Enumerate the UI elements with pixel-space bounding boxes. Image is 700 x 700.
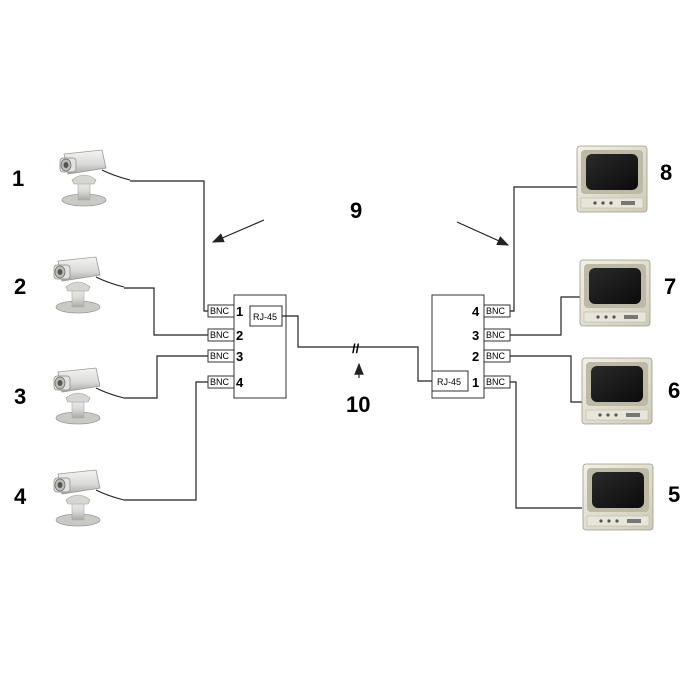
receiver-rj45-label: RJ-45 (437, 377, 461, 387)
wire-camera-2 (124, 287, 208, 336)
monitor-label-8: 8 (660, 160, 672, 185)
transmitter-bnc-label: BNC (210, 330, 230, 340)
transmitter-port-4: BNC 4 (207, 375, 244, 390)
receiver-port-4: 4 BNC (472, 304, 511, 319)
camera-label-2: 2 (14, 274, 26, 299)
receiver-bnc-label: BNC (486, 306, 506, 316)
converter-arrow-right (456, 221, 510, 246)
wire-monitor-8 (510, 186, 578, 312)
wire-monitor-6 (510, 355, 582, 403)
transmitter-bnc-label: BNC (210, 351, 230, 361)
wire-monitor-7 (510, 296, 580, 336)
transmitter-unit: RJ-45 BNC 1 BNC 2 BNC 3 BNC 4 (207, 294, 287, 399)
monitor-8 (576, 145, 648, 213)
receiver-bnc-label: BNC (486, 351, 506, 361)
rj45-cable (282, 315, 432, 382)
transmitter-bnc-label: BNC (210, 377, 230, 387)
receiver-port-1: 1 BNC (472, 375, 511, 390)
transmitter-rj45-label: RJ-45 (253, 312, 277, 322)
receiver-bnc-label: BNC (486, 330, 506, 340)
wire-monitor-5 (510, 381, 582, 509)
camera-label-3: 3 (14, 384, 26, 409)
camera-4 (53, 469, 125, 527)
wire-camera-4 (124, 381, 208, 501)
wire-camera-3 (124, 355, 208, 399)
monitor-label-6: 6 (668, 378, 680, 403)
camera-2 (53, 256, 125, 314)
camera-3 (53, 367, 125, 425)
receiver-port-number: 3 (472, 328, 479, 343)
camera-label-1: 1 (12, 166, 24, 191)
receiver-unit: RJ-45 4 BNC 3 BNC 2 BNC 1 BNC (431, 294, 511, 399)
converters-label: 9 (350, 198, 362, 223)
receiver-rj45-port (431, 370, 469, 392)
cable-break-mark: // (352, 341, 360, 356)
monitor-6 (581, 357, 653, 425)
transmitter-bnc-label: BNC (210, 306, 230, 316)
receiver-bnc-label: BNC (486, 377, 506, 387)
monitor-7 (579, 259, 651, 327)
converter-arrow-left (211, 219, 265, 243)
transmitter-port-3: BNC 3 (207, 349, 243, 364)
transmitter-port-number: 3 (236, 349, 243, 364)
receiver-port-2: 2 BNC (472, 349, 511, 364)
transmitter-port-2: BNC 2 (207, 328, 243, 343)
transmitter-port-number: 2 (236, 328, 243, 343)
monitor-label-7: 7 (664, 274, 676, 299)
transmitter-port-1: BNC 1 (207, 304, 243, 319)
camera-label-4: 4 (14, 484, 27, 509)
monitor-label-5: 5 (668, 482, 680, 507)
transmitter-port-number: 1 (236, 304, 243, 319)
receiver-port-3: 3 BNC (472, 328, 511, 343)
transmitter-port-number: 4 (236, 375, 244, 390)
receiver-port-number: 1 (472, 375, 479, 390)
monitor-5 (582, 463, 654, 531)
wire-camera-1 (130, 180, 208, 312)
cable-label: 10 (346, 392, 370, 417)
receiver-port-number: 4 (472, 304, 480, 319)
receiver-port-number: 2 (472, 349, 479, 364)
camera-1 (59, 149, 131, 207)
